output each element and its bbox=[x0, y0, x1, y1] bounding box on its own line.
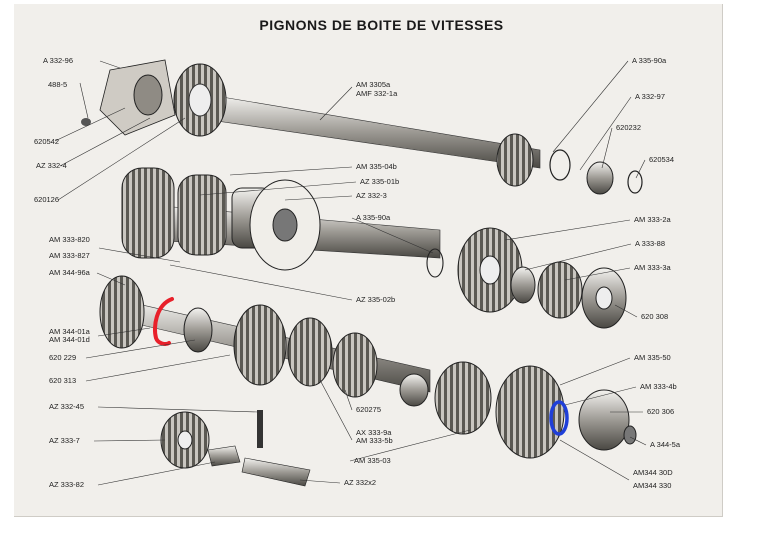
diagram-title: PIGNONS DE BOITE DE VITESSES bbox=[259, 17, 504, 33]
part-label: AZ 333-82 bbox=[49, 480, 84, 489]
part-label: 620 229 bbox=[49, 353, 76, 362]
part-label: AZ 333-7 bbox=[49, 436, 80, 445]
part-label: AZ 332-3 bbox=[356, 191, 387, 200]
part-label: A 332-96 bbox=[43, 56, 73, 65]
part-label: A 344-5a bbox=[650, 440, 681, 449]
part-label: AM344 30D bbox=[633, 468, 673, 477]
part-label: AM 333-5b bbox=[356, 436, 393, 445]
part-label: A 335-90a bbox=[632, 56, 667, 65]
part-label: AM 333-827 bbox=[49, 251, 90, 260]
part-label: 620542 bbox=[34, 137, 59, 146]
blue-highlight-ring bbox=[549, 400, 569, 436]
red-highlight-mark bbox=[152, 297, 174, 346]
part-label: AZ 335-01b bbox=[360, 177, 399, 186]
leader-lines bbox=[54, 60, 647, 486]
part-label: 620 308 bbox=[641, 312, 668, 321]
loose-parts bbox=[160, 410, 311, 487]
part-label: AM 333-3a bbox=[634, 263, 672, 272]
part-label: AM 335-03 bbox=[354, 456, 391, 465]
part-label: 488-5 bbox=[48, 80, 67, 89]
part-label: AM 344-01a bbox=[49, 327, 91, 336]
part-label: AM 335-04b bbox=[356, 162, 397, 171]
part-label: 620534 bbox=[649, 155, 674, 164]
part-label: A 332-97 bbox=[635, 92, 665, 101]
part-label: AZ 332x2 bbox=[344, 478, 376, 487]
part-label: 620 306 bbox=[647, 407, 674, 416]
part-label: AM344 330 bbox=[633, 481, 671, 490]
part-label: A 335-90a bbox=[356, 213, 391, 222]
part-label: AM 344-96a bbox=[49, 268, 91, 277]
part-label: AZ 332-4 bbox=[36, 161, 67, 170]
part-label: AZ 332-45 bbox=[49, 402, 84, 411]
part-labels: A 332-96 488-5 620542 AZ 332-4 620126 AM… bbox=[34, 56, 681, 490]
part-label: 620232 bbox=[616, 123, 641, 132]
part-label: AMF 332-1a bbox=[356, 89, 398, 98]
part-label: AM 335-50 bbox=[634, 353, 671, 362]
part-label: 620275 bbox=[356, 405, 381, 414]
upper-mainshaft bbox=[81, 59, 643, 195]
part-label: AM 344-01d bbox=[49, 335, 90, 344]
part-label: AX 333-9a bbox=[356, 428, 392, 437]
part-label: A 333-88 bbox=[635, 239, 665, 248]
lower-shaft bbox=[99, 275, 637, 459]
part-label: 620 313 bbox=[49, 376, 76, 385]
part-label: AM 333-2a bbox=[634, 215, 672, 224]
part-label: 620126 bbox=[34, 195, 59, 204]
part-label: AM 333-820 bbox=[49, 235, 90, 244]
middle-cluster-shaft bbox=[121, 167, 627, 329]
part-label: AM 3305a bbox=[356, 80, 391, 89]
part-label: AM 333-4b bbox=[640, 382, 677, 391]
part-label: AZ 335-02b bbox=[356, 295, 395, 304]
